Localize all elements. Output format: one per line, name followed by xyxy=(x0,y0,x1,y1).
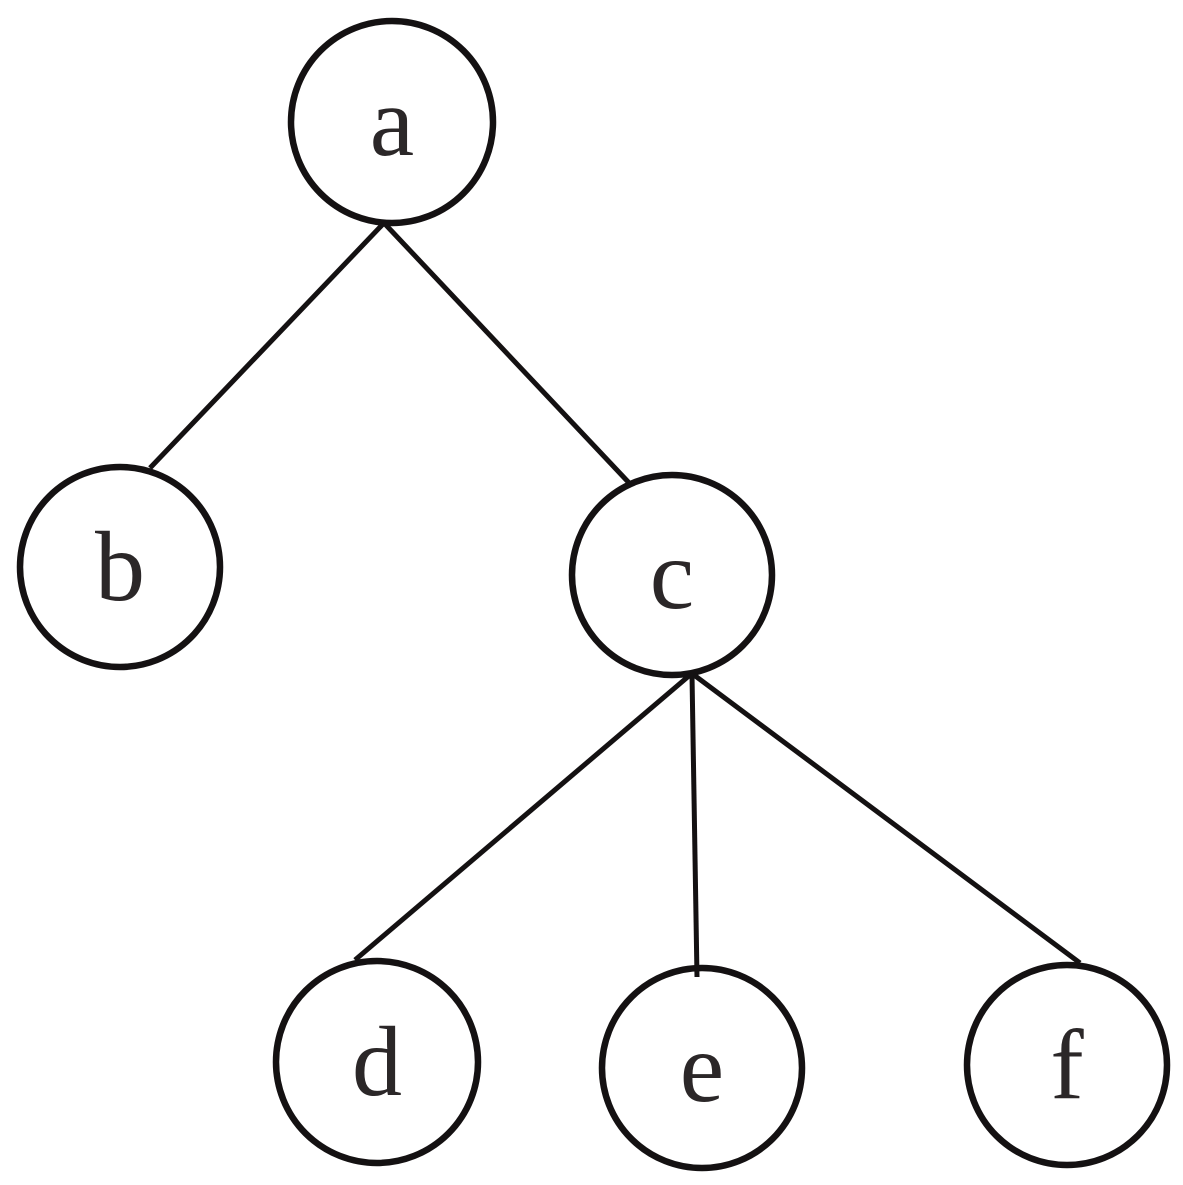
tree-node-label-e: e xyxy=(680,1012,724,1123)
tree-node-label-d: d xyxy=(352,1006,402,1117)
tree-node-label-b: b xyxy=(95,511,145,622)
tree-edge-c-e xyxy=(689,674,700,978)
tree-node-circle-d xyxy=(272,957,482,1167)
tree-edge-a-c xyxy=(383,222,634,488)
tree-node-label-f: f xyxy=(1050,1009,1084,1120)
tree-node-circle-a xyxy=(287,17,497,227)
tree-edge-a-b xyxy=(148,222,385,470)
tree-node-label-c: c xyxy=(650,519,694,630)
tree-edge-c-d xyxy=(353,673,692,962)
tree-node-label-a: a xyxy=(370,66,414,177)
tree-node-circle-f xyxy=(963,961,1171,1169)
tree-node-circle-c xyxy=(568,471,776,679)
tree-node-circle-b xyxy=(16,463,224,671)
tree-node-circle-e xyxy=(598,964,806,1172)
tree-edge-c-f xyxy=(692,672,1082,966)
